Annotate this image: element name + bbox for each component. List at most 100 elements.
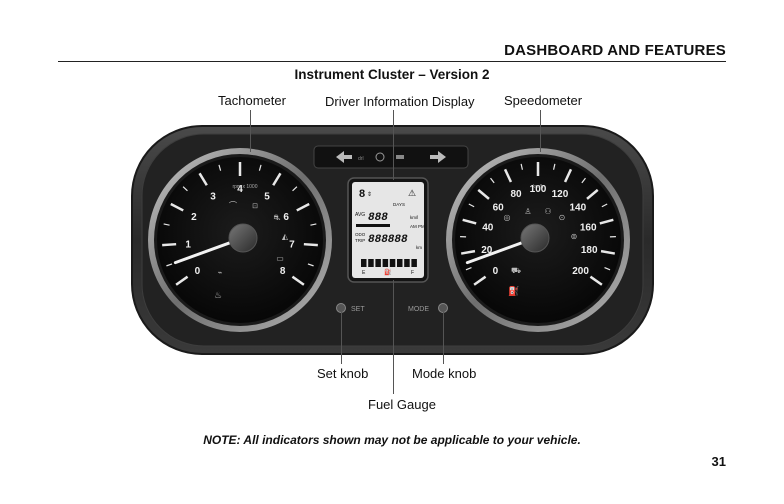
speedometer-unit-label: km/h bbox=[533, 184, 544, 190]
wiper-icon: ⌒ bbox=[229, 201, 237, 210]
high-beam-icon bbox=[396, 155, 404, 159]
speedometer-minor-tick bbox=[604, 266, 611, 271]
tachometer-major-tick bbox=[162, 242, 177, 247]
gear-indicator: 8 bbox=[359, 188, 365, 200]
left-turn-arrow-icon bbox=[336, 151, 352, 163]
days-label: DAYS bbox=[393, 202, 405, 207]
tachometer-minor-tick bbox=[218, 164, 222, 171]
fuel-gauge-leader bbox=[393, 280, 394, 394]
speedometer-minor-tick bbox=[552, 163, 556, 170]
tachometer-ticks bbox=[162, 162, 318, 286]
fuel-bar-segment bbox=[368, 259, 374, 267]
avg-unit: km/l bbox=[410, 215, 418, 220]
speedometer-minor-tick bbox=[601, 203, 608, 208]
speedometer-number: 120 bbox=[552, 189, 569, 200]
fuel-gauge-callout: Fuel Gauge bbox=[368, 397, 436, 412]
speedometer-major-tick bbox=[462, 218, 477, 225]
tachometer-major-tick bbox=[296, 202, 310, 212]
speedometer-major-tick bbox=[503, 168, 513, 183]
fuel-bar-segment bbox=[382, 259, 389, 267]
speedometer-minor-tick bbox=[520, 163, 524, 170]
speedometer-number: 140 bbox=[569, 203, 586, 214]
speedometer-major-tick bbox=[477, 188, 490, 200]
immobilizer-icon: ⛟ bbox=[511, 266, 521, 275]
fuel-gauge-bars bbox=[361, 259, 417, 267]
tachometer-leader bbox=[250, 110, 251, 152]
speedometer-number: 200 bbox=[572, 266, 589, 277]
door-open-icon: ⛐ bbox=[274, 213, 281, 222]
tachometer-number: 7 bbox=[289, 239, 295, 250]
speedometer-minor-tick bbox=[581, 177, 586, 184]
speedometer-number: 160 bbox=[580, 223, 597, 234]
parking-brake-icon: ⊙ bbox=[559, 213, 566, 222]
tachometer-minor-tick bbox=[307, 263, 314, 267]
fuel-consumption-bar bbox=[356, 224, 390, 227]
speedometer-major-tick bbox=[586, 188, 599, 200]
top-panel-small-text: drl bbox=[358, 156, 364, 162]
low-fuel-icon: ⛽ bbox=[508, 285, 519, 296]
avg-value: 888 bbox=[368, 212, 388, 224]
driver-info-display-leader bbox=[393, 110, 394, 180]
tachometer-major-tick bbox=[303, 242, 318, 247]
speedometer-number: 40 bbox=[482, 223, 494, 234]
speedometer-leader bbox=[540, 110, 541, 152]
odometer-value: 888888 bbox=[368, 234, 408, 246]
right-turn-arrow-icon bbox=[430, 151, 446, 163]
speedometer-minor-tick bbox=[468, 203, 475, 208]
fuel-bar-segment bbox=[411, 259, 417, 267]
tachometer-number: 5 bbox=[264, 192, 270, 203]
speedometer-number: 180 bbox=[581, 245, 598, 256]
speedometer-major-tick bbox=[460, 249, 476, 255]
tachometer-number: 0 bbox=[195, 266, 201, 277]
tachometer-minor-tick bbox=[163, 223, 170, 226]
top-indicator-panel bbox=[313, 145, 469, 169]
tachometer-number: 3 bbox=[210, 192, 216, 203]
airbag-icon: ⚇ bbox=[544, 207, 551, 216]
tachometer-major-tick bbox=[291, 275, 305, 286]
speedometer-ticks bbox=[460, 162, 616, 286]
page-number: 31 bbox=[711, 454, 726, 469]
mode-knob-leader bbox=[443, 311, 444, 364]
tachometer-callout: Tachometer bbox=[218, 93, 286, 108]
shift-arrows-icon: ⇕ bbox=[367, 191, 372, 198]
fuel-bar-segment bbox=[389, 259, 396, 267]
tachometer-number: 8 bbox=[280, 266, 286, 277]
set-knob-callout: Set knob bbox=[317, 366, 369, 381]
set-knob-label: SET bbox=[351, 306, 365, 313]
tachometer-minor-tick bbox=[166, 263, 173, 267]
tachometer-number: 6 bbox=[283, 212, 289, 223]
seatbelt-icon: ♙ bbox=[524, 207, 531, 216]
speedometer-callout: Speedometer bbox=[504, 93, 583, 108]
fuel-bar-segment bbox=[404, 259, 410, 267]
fuel-bar-segment bbox=[361, 259, 367, 267]
speedometer-number: 60 bbox=[493, 203, 505, 214]
mode-knob-label: MODE bbox=[408, 306, 429, 313]
tachometer-major-tick bbox=[170, 202, 184, 212]
header-rule bbox=[58, 61, 726, 62]
ampm-label: AM PM bbox=[410, 224, 425, 229]
brake-warning-icon: ⊚ bbox=[571, 232, 578, 241]
odo-label: ODO bbox=[355, 232, 366, 237]
tachometer-number: 1 bbox=[185, 239, 191, 250]
speedometer-number: 0 bbox=[493, 266, 499, 277]
tachometer-unit-label: rpm x 1000 bbox=[232, 184, 257, 190]
tachometer-major-tick bbox=[198, 172, 208, 186]
tachometer-numbers: 0 1 2 3 4 5 6 7 8 bbox=[185, 184, 295, 277]
washer-icon: ⊡ bbox=[252, 203, 258, 210]
speedometer-hub bbox=[520, 223, 550, 253]
figure-title: Instrument Cluster – Version 2 bbox=[294, 67, 490, 82]
speedometer-number: 80 bbox=[510, 189, 522, 200]
tachometer-minor-tick bbox=[292, 186, 298, 192]
avg-label: AVG bbox=[355, 212, 365, 218]
tachometer-number: 2 bbox=[191, 212, 197, 223]
coolant-temp-icon: ♨ bbox=[214, 290, 222, 300]
fuel-empty-label: E bbox=[362, 270, 366, 276]
fuel-bar-segment bbox=[397, 259, 403, 267]
tachometer-number: 4 bbox=[237, 184, 243, 195]
fuel-full-label: F bbox=[411, 270, 414, 276]
speedometer-minor-tick bbox=[465, 266, 472, 271]
